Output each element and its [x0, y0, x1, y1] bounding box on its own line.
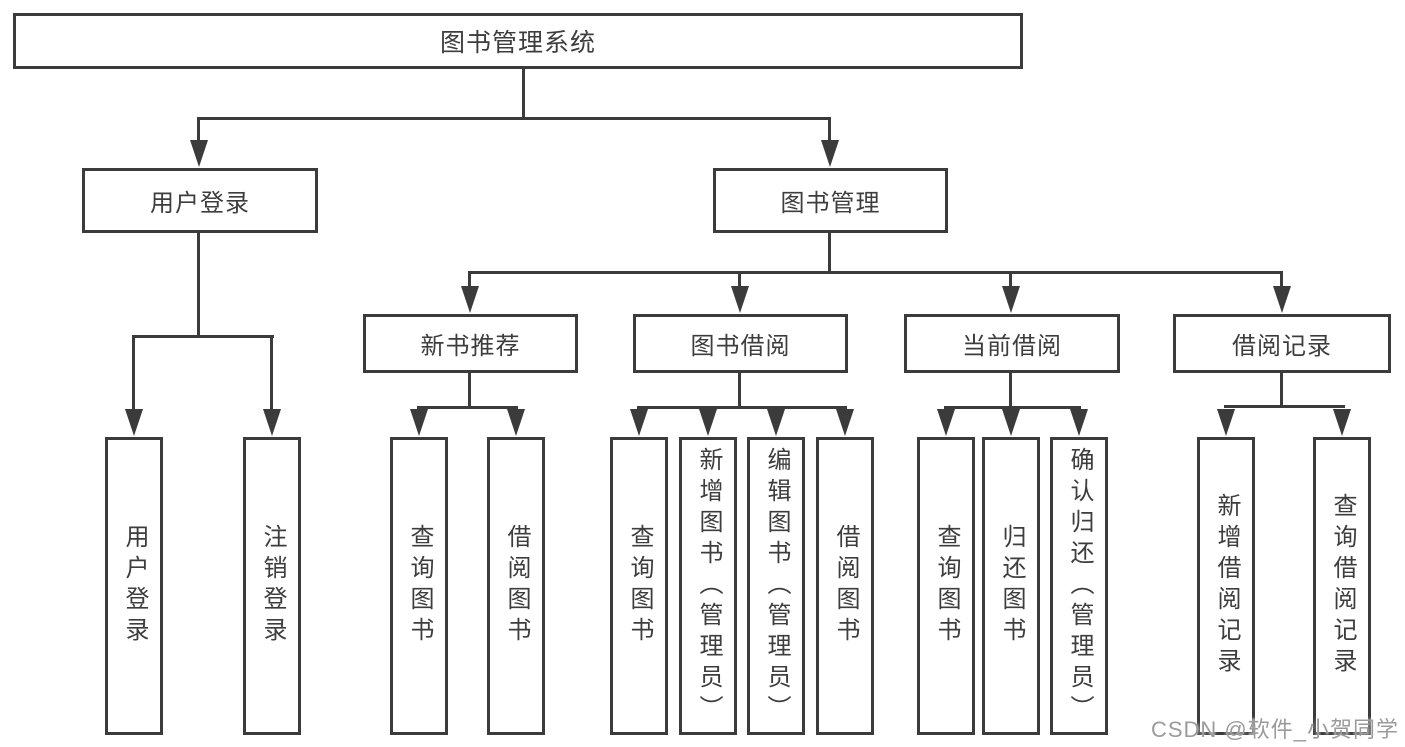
connector-line [1224, 405, 1345, 408]
leaf-return-books: 归还图书 [982, 437, 1040, 735]
node-current-borrowing: 当前借阅 [904, 314, 1120, 373]
connector-line [944, 406, 1081, 409]
leaf-add-borrow-record-label: 新增借阅记录 [1213, 493, 1240, 679]
leaf-borrow-books-recommend-label: 借阅图书 [503, 524, 530, 648]
node-user-login-label: 用户登录 [150, 190, 250, 217]
leaf-query-books-current-label: 查询图书 [933, 524, 960, 648]
connector-line [468, 271, 1283, 274]
connector-line [1009, 271, 1012, 290]
connector-line [468, 271, 471, 290]
leaf-edit-book-admin: 编辑图书（管理员） [747, 437, 805, 735]
connector-arrow [410, 409, 428, 436]
leaf-query-books-borrowing-label: 查询图书 [626, 524, 653, 648]
connector-arrow [507, 409, 525, 436]
connector-arrow [821, 140, 839, 167]
leaf-query-borrow-record-label: 查询借阅记录 [1329, 493, 1356, 679]
leaf-add-book-admin-label: 新增图书（管理员） [695, 446, 722, 726]
node-book-management-label: 图书管理 [780, 190, 881, 217]
leaf-confirm-return-admin-label: 确认归还（管理员） [1066, 446, 1093, 726]
connector-line [132, 335, 274, 338]
leaf-edit-book-admin-label: 编辑图书（管理员） [763, 446, 790, 726]
node-book-borrowing: 图书借阅 [633, 314, 848, 373]
connector-arrow [1002, 286, 1020, 313]
connector-arrow [461, 286, 479, 313]
leaf-borrow-books-borrowing: 借阅图书 [816, 437, 874, 735]
connector-line [828, 233, 831, 274]
node-library-system-label: 图书管理系统 [439, 29, 596, 57]
connector-arrow [125, 409, 143, 436]
node-borrow-records-label: 借阅记录 [1232, 333, 1332, 360]
connector-line [197, 233, 200, 338]
connector-arrow [263, 409, 281, 436]
node-library-system: 图书管理系统 [13, 13, 1023, 69]
leaf-add-book-admin: 新增图书（管理员） [679, 437, 737, 735]
leaf-add-borrow-record: 新增借阅记录 [1197, 437, 1255, 735]
leaf-query-borrow-record: 查询借阅记录 [1313, 437, 1371, 735]
leaf-user-login: 用户登录 [105, 437, 163, 735]
leaf-logout-login: 注销登录 [243, 437, 301, 735]
node-borrow-records: 借阅记录 [1173, 314, 1391, 373]
connector-arrow [1070, 409, 1088, 436]
connector-arrow [630, 409, 648, 436]
node-book-borrowing-label: 图书借阅 [690, 333, 791, 360]
node-new-book-recommend-label: 新书推荐 [420, 333, 521, 360]
connector-line [1280, 373, 1283, 408]
connector-line [1280, 271, 1283, 290]
connector-arrow [1333, 409, 1351, 436]
connector-line [197, 117, 831, 120]
leaf-query-books-recommend: 查询图书 [390, 437, 448, 735]
connector-line [637, 406, 847, 409]
connector-line [828, 117, 831, 143]
connector-arrow [937, 409, 955, 436]
leaf-borrow-books-recommend: 借阅图书 [487, 437, 545, 735]
leaf-query-books-borrowing: 查询图书 [610, 437, 668, 735]
connector-arrow [1002, 409, 1020, 436]
node-book-management: 图书管理 [713, 168, 948, 233]
connector-line [270, 335, 273, 411]
leaf-query-books-current: 查询图书 [917, 437, 975, 735]
leaf-query-books-recommend-label: 查询图书 [406, 524, 433, 648]
connector-line [417, 406, 518, 409]
leaf-borrow-books-borrowing-label: 借阅图书 [832, 524, 859, 648]
connector-line [197, 117, 200, 143]
connector-arrow [699, 409, 717, 436]
leaf-logout-login-label: 注销登录 [259, 524, 286, 648]
node-user-login: 用户登录 [82, 168, 318, 233]
connector-arrow [1273, 286, 1291, 313]
connector-line [468, 373, 471, 409]
leaf-return-books-label: 归还图书 [998, 524, 1025, 648]
connector-arrow [731, 286, 749, 313]
leaf-user-login-label: 用户登录 [121, 524, 148, 648]
node-current-borrowing-label: 当前借阅 [962, 333, 1062, 360]
connector-arrow [1217, 409, 1235, 436]
connector-line [132, 335, 135, 411]
connector-line [738, 271, 741, 290]
connector-line [738, 373, 741, 409]
connector-arrow [836, 409, 854, 436]
connector-arrow [190, 140, 208, 167]
connector-line [1009, 373, 1012, 409]
csdn-watermark: CSDN @软件_小贺同学 [1150, 717, 1399, 742]
connector-arrow [767, 409, 785, 436]
connector-line [522, 69, 525, 120]
node-new-book-recommend: 新书推荐 [363, 314, 578, 373]
leaf-confirm-return-admin: 确认归还（管理员） [1050, 437, 1108, 735]
